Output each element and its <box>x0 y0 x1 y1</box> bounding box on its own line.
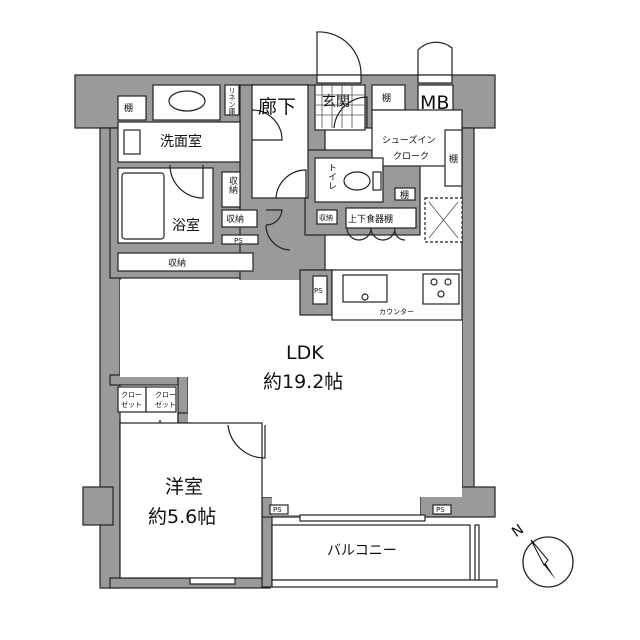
storage-long <box>117 252 254 272</box>
ps-2-box <box>269 504 289 515</box>
ldk-label: LDK <box>286 342 324 364</box>
stove-icon <box>422 273 460 305</box>
toilet-room <box>314 157 384 203</box>
storage-small <box>316 209 338 225</box>
closet-1 <box>117 386 147 413</box>
cupboard-label: 上下食器棚 <box>348 213 393 225</box>
ps-kitchen-label: PS <box>314 287 323 295</box>
storage-long-label: 収納 <box>168 257 186 269</box>
storage-v-label: 収納 <box>227 175 238 195</box>
pantry <box>424 197 463 243</box>
cupboard <box>345 207 417 229</box>
mb-label: MB <box>420 92 449 114</box>
sink-icon <box>168 90 206 112</box>
ps-1-label: PS <box>234 237 243 245</box>
entrance-area <box>314 84 366 131</box>
washroom-label: 洗面室 <box>160 133 202 150</box>
ps-kitchen-box <box>312 275 328 305</box>
kitchen-sink-icon <box>342 274 388 303</box>
closet-2-label-b: ゼット <box>155 400 176 409</box>
bath-label: 浴室 <box>172 217 200 234</box>
closet-2 <box>145 386 177 413</box>
north-arrow-icon: N <box>509 522 574 588</box>
shelf-2 <box>371 84 406 111</box>
western-room <box>119 422 263 579</box>
bath-area <box>117 167 214 244</box>
ps-1-box <box>221 234 259 245</box>
shoe-in-label-1: シューズイン <box>382 134 436 146</box>
storage-small-label: 収納 <box>319 213 333 222</box>
doors <box>169 31 453 251</box>
storage-v <box>221 171 241 208</box>
toilet-label: トイレ <box>326 163 337 190</box>
north-label: N <box>509 522 527 541</box>
linen-label: リネン庫 <box>228 87 236 116</box>
hallway-label: 廊下 <box>258 96 296 118</box>
ldk-size-label: 約19.2帖 <box>263 371 343 393</box>
linen-closet <box>224 84 240 116</box>
bathtub-icon <box>121 172 165 240</box>
toilet-icon <box>343 171 371 191</box>
closet-1-label-b: ゼット <box>121 400 142 409</box>
closet-1-label-a: クロー <box>121 391 142 399</box>
storage-1 <box>221 209 258 228</box>
ps-3-box <box>432 504 452 515</box>
shelf-4 <box>394 187 416 201</box>
rooms <box>117 84 498 588</box>
western-size-label: 約5.6帖 <box>148 506 216 528</box>
labels: 棚 リネン庫 廊下 玄関 棚 MB 洗面室 シューズイン クローク 棚 トイレ … <box>121 87 458 559</box>
western-label: 洋室 <box>165 476 203 498</box>
shelf-2-label: 棚 <box>382 92 391 104</box>
entrance-label: 玄関 <box>322 93 350 110</box>
closet-2-label-a: クロー <box>155 391 176 399</box>
washroom-area <box>117 121 241 163</box>
shelf-3-label: 棚 <box>449 153 458 165</box>
shelf-3 <box>444 129 463 187</box>
balcony-area <box>271 524 471 581</box>
storage-1-label: 収納 <box>226 213 244 225</box>
shelf-4-label: 棚 <box>400 189 409 201</box>
kitchen-counter <box>331 269 463 321</box>
vanity <box>152 84 221 121</box>
ps-3-label: PS <box>436 506 445 514</box>
counter-label: カウンター <box>379 307 414 316</box>
washer-icon <box>123 129 141 155</box>
hallway-area <box>251 84 309 199</box>
shoe-in-label-2: クローク <box>393 151 429 162</box>
balcony-label: バルコニー <box>327 543 397 559</box>
ps-2-label: PS <box>273 506 282 514</box>
shelf-1 <box>117 95 147 121</box>
shelf-1-label: 棚 <box>124 102 133 114</box>
